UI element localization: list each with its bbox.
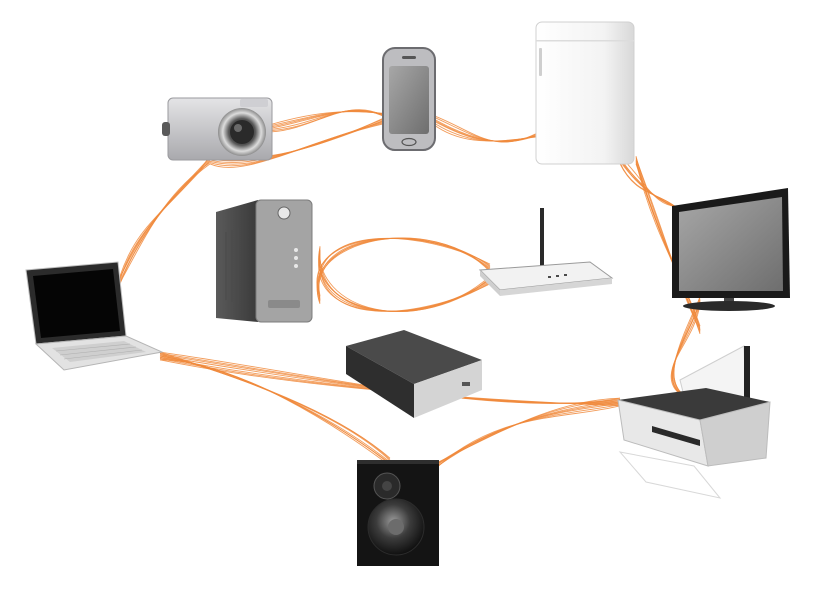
connection-wire <box>429 121 547 142</box>
digital-camera-icon <box>162 97 273 161</box>
refrigerator-icon <box>535 21 635 165</box>
connection-wire <box>271 109 393 133</box>
connection-wire <box>271 110 393 129</box>
connection-wire <box>619 161 683 212</box>
connection-wire <box>119 158 211 279</box>
connection-wire <box>429 405 621 475</box>
connection-wire <box>429 404 621 473</box>
wifi-router-icon <box>478 208 614 296</box>
connection-wire <box>119 159 211 281</box>
connection-wire <box>318 251 491 312</box>
connection-wire <box>209 121 393 168</box>
laptop-icon <box>25 261 164 371</box>
connection-wire <box>119 162 211 283</box>
connection-wire <box>119 163 211 285</box>
external-hard-drive-icon <box>346 330 482 418</box>
connection-wire <box>317 237 491 301</box>
speaker-icon <box>357 460 439 566</box>
flat-screen-tv-icon <box>672 188 790 311</box>
connection-wire <box>318 252 491 312</box>
connection-wire <box>316 237 491 299</box>
connection-wire <box>317 237 491 304</box>
connection-wire <box>119 160 211 282</box>
connection-wire <box>429 397 621 467</box>
printer-icon <box>617 345 771 499</box>
connection-wire <box>429 402 621 472</box>
smartphone-icon <box>382 47 436 151</box>
connection-wire <box>429 401 621 471</box>
connection-wire <box>318 237 491 302</box>
desktop-tower-icon <box>216 199 313 323</box>
connection-wire <box>319 253 491 312</box>
connection-wire <box>319 249 491 312</box>
